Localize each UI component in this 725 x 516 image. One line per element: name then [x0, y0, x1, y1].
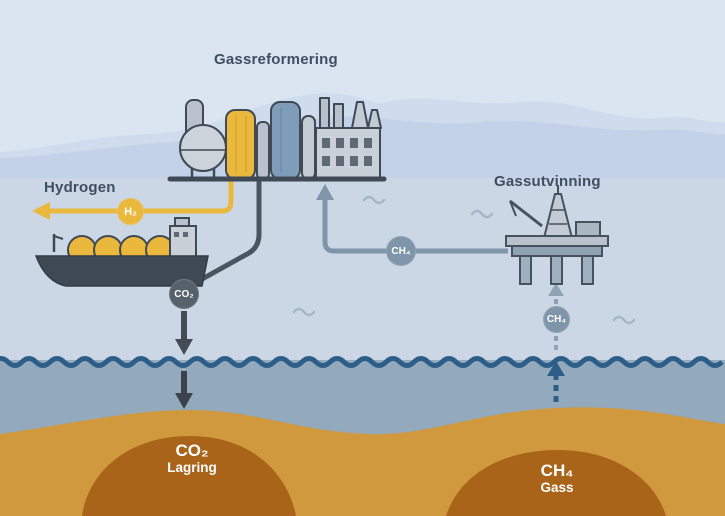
h2-badge: H₂ [117, 198, 144, 225]
label-gassreformering: Gassreformering [214, 51, 338, 68]
co2-reservoir-dome [82, 436, 296, 516]
hydrogen-flow-arrow [32, 179, 234, 220]
factory-illustration [167, 97, 387, 182]
ch4-reservoir-dome [446, 450, 666, 516]
ch4-gas-title: CH₄ [540, 461, 574, 480]
ch4-extraction-arrow-upper [548, 283, 564, 354]
wave-marks-icon [292, 195, 636, 325]
gas-platform-illustration [505, 185, 609, 285]
ch4-extraction-badge: CH₄ [543, 306, 570, 333]
co2-injection-arrow-upper [175, 311, 193, 355]
ch4-pipeline-arrow [316, 184, 508, 254]
co2-injection-arrow-lower [175, 371, 193, 409]
hydrogen-ship-illustration [34, 217, 209, 287]
ch4-gas-subtitle: Gass [540, 480, 574, 495]
co2-flow-line [193, 179, 262, 286]
co2-badge: CO₂ [169, 279, 199, 309]
waterline-wave [0, 356, 724, 368]
label-gassutvinning: Gassutvinning [494, 173, 601, 190]
co2-storage-title: CO₂ [175, 441, 209, 460]
co2-storage-subtitle: Lagring [167, 460, 217, 475]
label-hydrogen: Hydrogen [44, 179, 116, 196]
ch4-pipeline-badge: CH₄ [386, 236, 416, 266]
ch4-extraction-arrow-lower [547, 361, 565, 402]
ch4-gas-label: CH₄ Gass [540, 461, 573, 496]
co2-storage-label: CO₂ Lagring [167, 441, 217, 476]
